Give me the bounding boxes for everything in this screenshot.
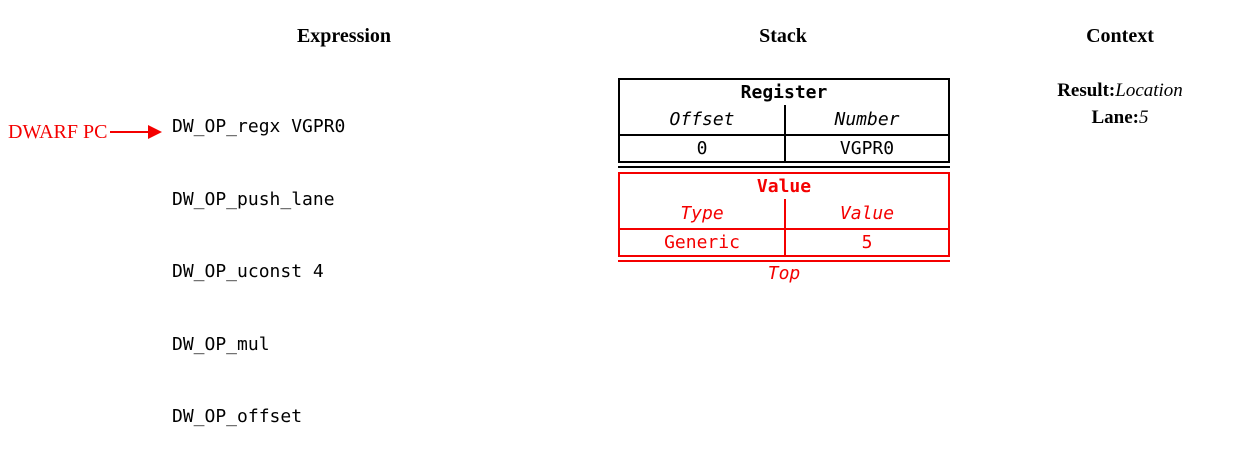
context-column-header: Context: [1086, 25, 1154, 47]
stack-entry-table: Type Value Generic 5: [620, 199, 948, 255]
column-header-cell: Offset: [620, 105, 786, 134]
pc-arrow-shaft: [110, 131, 149, 133]
expression-column-header: Expression: [296, 25, 392, 47]
context-field-label: Result:: [1057, 80, 1116, 101]
stack-column-header: Stack: [759, 25, 807, 47]
expression-item: DW_OP_uconst 4: [172, 261, 324, 283]
stack-entry-divider: [618, 260, 950, 262]
stack-top-label: Top: [767, 263, 801, 284]
context-field-value: 5: [1139, 107, 1149, 128]
dwarf-pc-label: DWARF PC: [8, 121, 108, 143]
stack-entry-value: Value Type Value Generic 5: [618, 172, 950, 257]
context-field-value: Location: [1115, 80, 1183, 101]
stack-entry-table: Offset Number 0 VGPR0: [620, 105, 948, 161]
stack-entry-divider: [618, 166, 950, 168]
stack-column: Register Offset Number 0 VGPR0 Value Typ…: [618, 78, 950, 284]
expression-item: DW_OP_regx VGPR0: [172, 116, 346, 137]
context-field-label: Lane:: [1091, 107, 1140, 128]
expression-item: DW_OP_offset: [172, 406, 303, 428]
stack-entry-title: Value: [756, 176, 812, 197]
column-header-cell: Value: [839, 203, 895, 224]
value-cell: VGPR0: [786, 134, 948, 161]
context-field: Result:Location: [1010, 77, 1230, 104]
value-cell: 5: [786, 228, 948, 255]
expression-item: DW_OP_mul: [172, 333, 270, 355]
expression-item: DW_OP_push_lane: [172, 188, 335, 210]
stack-entry-title: Register: [740, 82, 828, 103]
column-header-cell: Type: [620, 199, 786, 228]
context-field: Lane:5: [1010, 104, 1230, 131]
expression-list: DW_OP_regx VGPR0 DW_OP_push_lane DW_OP_u…: [172, 70, 345, 468]
dwarf-pc-pointer: DWARF PC: [8, 120, 163, 144]
value-cell: Generic: [620, 228, 786, 255]
value-cell: 0: [620, 134, 786, 161]
column-header-cell: Number: [834, 109, 900, 130]
stack-entry-register: Register Offset Number 0 VGPR0: [618, 78, 950, 163]
pc-arrow-icon: [148, 125, 163, 139]
context-column: Result:Location Lane:5: [1010, 77, 1230, 131]
